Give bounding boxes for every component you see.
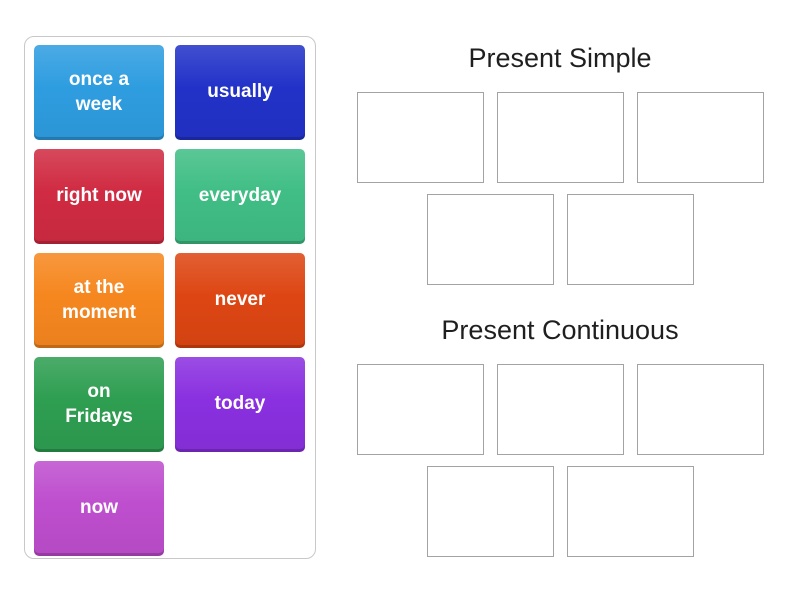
word-tile[interactable]: today xyxy=(175,357,305,452)
word-tile-label: once a week xyxy=(68,69,130,115)
group-title: Present Continuous xyxy=(441,315,679,345)
group-slots xyxy=(356,92,764,285)
drop-slot[interactable] xyxy=(426,194,554,285)
drop-slot[interactable] xyxy=(496,364,624,455)
word-tile[interactable]: right now xyxy=(34,149,164,244)
drop-slot[interactable] xyxy=(566,466,694,557)
drop-slot[interactable] xyxy=(636,92,764,183)
word-tile-label: right now xyxy=(56,185,142,207)
drop-slot[interactable] xyxy=(636,364,764,455)
drop-slot[interactable] xyxy=(356,364,484,455)
word-tile[interactable]: at the moment xyxy=(34,253,164,348)
group-slots xyxy=(356,364,764,557)
word-tile[interactable]: once a week xyxy=(34,45,164,140)
slot-row xyxy=(356,364,764,455)
word-tile[interactable]: now xyxy=(34,461,164,556)
word-bank: once a week usually right now everyday a… xyxy=(24,36,316,559)
drop-slot[interactable] xyxy=(426,466,554,557)
group-title: Present Simple xyxy=(468,43,652,73)
word-tile-label: never xyxy=(214,289,266,311)
group-present-continuous: Present Continuous xyxy=(356,312,764,557)
word-tile[interactable]: usually xyxy=(175,45,305,140)
word-tile-label: usually xyxy=(207,81,273,103)
word-tile-label: now xyxy=(80,497,118,519)
slot-row xyxy=(356,92,764,183)
group-present-simple: Present Simple xyxy=(356,40,764,285)
word-tile[interactable]: never xyxy=(175,253,305,348)
drop-slot[interactable] xyxy=(356,92,484,183)
word-tile-label: today xyxy=(214,393,266,415)
word-tile-label: at the moment xyxy=(62,277,136,323)
word-tile[interactable]: everyday xyxy=(175,149,305,244)
drop-slot[interactable] xyxy=(566,194,694,285)
word-tile-label: on Fridays xyxy=(65,381,133,427)
word-tile-label: everyday xyxy=(198,185,282,207)
slot-row xyxy=(356,466,764,557)
slot-row xyxy=(356,194,764,285)
drop-slot[interactable] xyxy=(496,92,624,183)
word-tile[interactable]: on Fridays xyxy=(34,357,164,452)
